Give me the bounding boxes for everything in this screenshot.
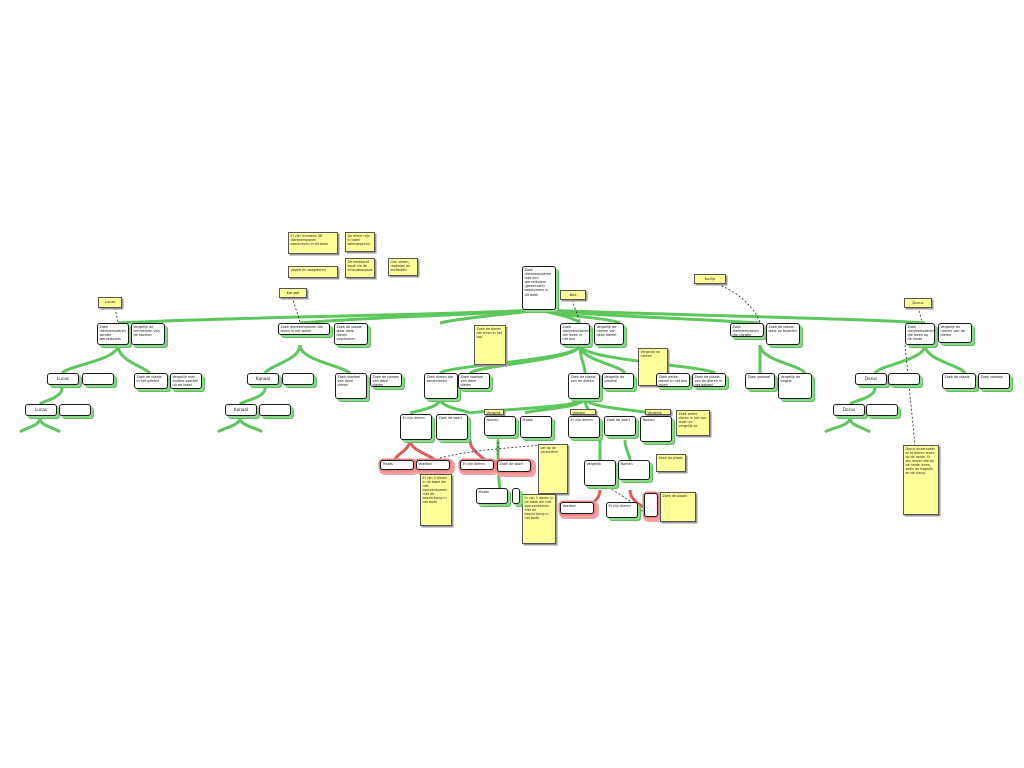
note-tag-small2: Voedsel: [570, 409, 596, 415]
note-a5: Ook vissen, reptielen en amfibieën: [388, 258, 418, 276]
node-right-empty1[interactable]: [888, 373, 920, 385]
node-sub1[interactable]: Er zijn dieren: [400, 414, 432, 440]
node-left-empty2[interactable]: [59, 404, 91, 416]
label-lucas-1[interactable]: Lucas: [47, 373, 79, 385]
node-bos-g[interactable]: Zoek welke dieren in het bos leven: [656, 373, 690, 387]
node-bos-h[interactable]: Zoek de plaats van de dieren in het gebi…: [692, 373, 726, 387]
node-left-empty1[interactable]: [82, 373, 114, 385]
node-right-empty2[interactable]: [866, 404, 898, 416]
node-right1d[interactable]: Vergelijk de vogels: [778, 373, 812, 399]
tag-dorus: Dorus: [904, 298, 932, 308]
label-dorus-1[interactable]: Dorus: [855, 373, 887, 385]
node-bos-a[interactable]: Zoek dierexemplaren die leven in het bos: [560, 323, 590, 345]
node-sub9[interactable]: Namen: [618, 460, 650, 480]
tag-lucas: Lucas: [98, 297, 122, 308]
node-mid1d[interactable]: Zoek de namen van deze dieren: [370, 373, 402, 387]
node-bos-c[interactable]: Zoek dieren die samenleven: [424, 373, 458, 399]
node-right2a[interactable]: Zoek dierexemplaren die leven op de heid…: [905, 323, 935, 345]
node-bos-d[interactable]: Zoek voedsel van deze dieren: [458, 373, 490, 389]
node-mid1c[interactable]: Zoek voedsel van deze dieren: [335, 373, 367, 399]
node-sub5[interactable]: Er zijn dieren: [568, 416, 600, 438]
note-bos1: Zoek de dieren die leven in het bos: [474, 325, 506, 365]
note-bottom-right: Zoek de plaats: [660, 492, 696, 522]
node-sub7[interactable]: Namen: [640, 416, 672, 442]
node-sub2[interactable]: Zoek de soort: [436, 414, 468, 440]
note-red2: Let op de verschillen: [538, 444, 568, 494]
note-tag-small1: Vergelijk: [484, 409, 504, 415]
node-left2[interactable]: Vergelijk de kenmerken van de soorten: [131, 323, 165, 345]
node-right1c[interactable]: Zoek voedsel: [745, 373, 775, 389]
node-left1[interactable]: Zoek dierexemplaren zonder wervelkolom: [97, 323, 129, 345]
node-sub3[interactable]: Namen: [484, 416, 516, 436]
node-mid1a[interactable]: Zoek dierexemplaren die leven in het wat…: [278, 323, 330, 335]
tag-bos: Bos: [560, 290, 586, 300]
node-red4[interactable]: Zoek de soort: [497, 460, 531, 472]
note-a4: Vogels en zoogdieren: [288, 266, 338, 278]
node-red5[interactable]: Voedsel: [560, 502, 594, 514]
label-kanaal-2[interactable]: Kanaal: [225, 404, 257, 416]
tag-kanaal: Kanaal: [279, 288, 307, 298]
red-connection-lines: [393, 439, 646, 510]
node-bos-e[interactable]: Zoek de plaats van de dieren: [568, 373, 600, 399]
node-sub11[interactable]: [512, 488, 520, 504]
node-red6[interactable]: [644, 493, 658, 517]
node-mid-empty1[interactable]: [282, 373, 314, 385]
node-sub6[interactable]: Zoek de soort: [604, 416, 636, 436]
node-bos-b[interactable]: Vergelijk de namen van deze dieren: [594, 323, 624, 345]
node-right2b[interactable]: Vergelijk de namen van de dieren: [938, 323, 972, 343]
label-dorus-2[interactable]: Dorus: [833, 404, 865, 416]
node-sub8[interactable]: Vergelijk: [584, 460, 616, 486]
node-mid1b[interactable]: Zoek de plaats waar deze dieren voorkome…: [334, 323, 368, 345]
note-right-long: Dorus onderzoekt of er dieren leven op d…: [903, 445, 939, 515]
note-tag-small3: Vergelijk: [645, 409, 671, 415]
node-left4[interactable]: Vergelijk met andere soorten uit de tabe…: [170, 373, 202, 389]
note-small-right: Zoek de plaats: [656, 454, 686, 472]
note-mid: Zoek welke dieren in het bos leven en ve…: [676, 410, 710, 436]
note-red3: Er zijn 3 dieren in de tabel die niet ov…: [522, 494, 556, 544]
node-right1a[interactable]: Zoek dierexemplaren die vliegen: [730, 323, 764, 337]
node-sub4[interactable]: Plaats: [520, 416, 552, 438]
note-red1: Er zijn 3 dieren in de tabel die niet ov…: [420, 474, 452, 526]
node-bos-f[interactable]: Vergelijk de grootte: [602, 373, 634, 389]
node-right2d[interactable]: Zoek voedsel: [978, 373, 1010, 389]
tag-kuifje: Kuifje: [694, 274, 726, 284]
node-sub10[interactable]: Plaats: [476, 488, 508, 504]
note-a1: Er zijn minstens 36 dierexemplaren besch…: [288, 232, 338, 254]
node-right2c[interactable]: Zoek de plaats: [942, 373, 976, 389]
node-red2[interactable]: Voedsel: [416, 460, 450, 470]
node-sub12[interactable]: Er zijn dieren: [606, 502, 638, 518]
note-a2: De dieren zijn in tabel weergegeven: [345, 232, 375, 252]
node-left3[interactable]: Zoek de plaats in het gebied: [134, 373, 168, 389]
connection-lines: [19, 308, 967, 489]
label-lucas-2[interactable]: Lucas: [25, 404, 57, 416]
label-kanaal-1[interactable]: Kanaal: [247, 373, 279, 385]
note-a3: De zoektocht loopt via de inhoudsopgave: [345, 258, 375, 278]
node-red1[interactable]: Plaats: [380, 460, 414, 470]
node-right1b[interactable]: Zoek de plaats waar ze broeden: [766, 323, 800, 345]
node-red3[interactable]: Er zijn dieren: [460, 460, 494, 470]
root-node[interactable]: Zoek dierexemplaren met een wervelkolom …: [522, 266, 556, 310]
node-mid-empty2[interactable]: [259, 404, 291, 416]
